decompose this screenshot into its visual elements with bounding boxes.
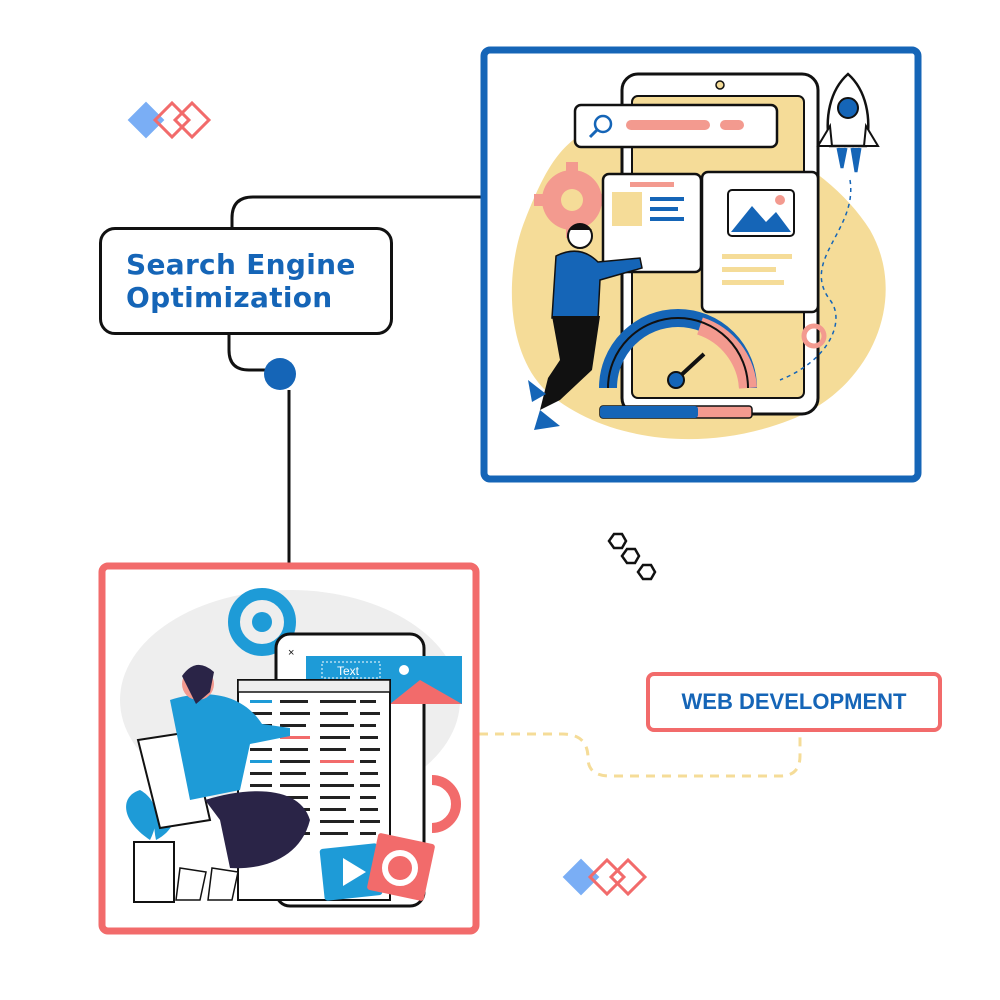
diamond-cluster-bottom [562, 857, 648, 897]
web-development-label: WEB DEVELOPMENT [681, 689, 907, 714]
connector-seo-to-top-card [230, 195, 484, 232]
seo-illustration-card [480, 46, 922, 483]
gear-icon [228, 588, 296, 656]
seo-node-line1: Search Engine [126, 248, 356, 281]
small-gear-icon [801, 323, 827, 349]
rocket-path [779, 179, 852, 381]
search-icon [588, 114, 613, 139]
web-dev-illustration-card: × Text [98, 562, 480, 935]
play-icon [319, 843, 383, 901]
person-figure [136, 664, 310, 901]
connector-seo-to-dot [227, 332, 270, 372]
speed-gauge-icon [599, 309, 757, 419]
search-bar-graphic [573, 103, 779, 149]
web-development-node: WEB DEVELOPMENT [646, 672, 942, 732]
content-card-graphic [601, 172, 703, 274]
small-gear-icon [431, 775, 461, 833]
image-card-graphic [700, 170, 820, 314]
panel-text: Text [337, 664, 360, 678]
hexagon-cluster [607, 532, 657, 581]
connector-dot [264, 358, 296, 390]
settings-icon [367, 833, 435, 901]
connector-bottom-card-to-web [479, 732, 802, 778]
diamond-cluster-top [127, 100, 212, 140]
svg-text:×: × [288, 647, 294, 659]
seo-node-line2: Optimization [126, 281, 333, 314]
seo-node: Search Engine Optimization [99, 227, 393, 335]
person-figure [528, 223, 643, 430]
rocket-icon [816, 72, 880, 173]
